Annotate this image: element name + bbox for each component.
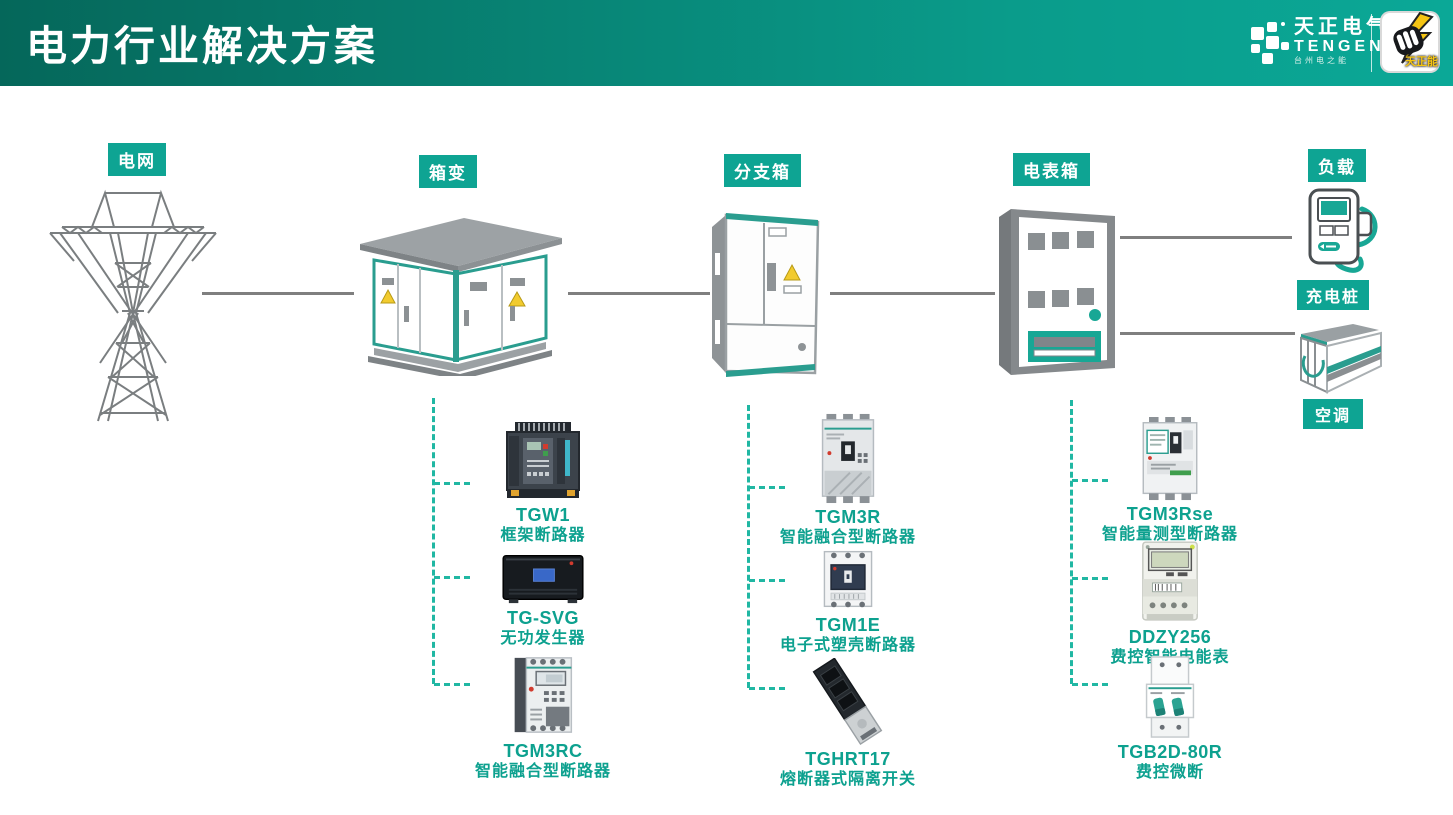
product-model: TGM3Rse xyxy=(1126,504,1214,524)
product-model: TGB2D-80R xyxy=(1117,742,1223,762)
badge-grid: 电网 xyxy=(108,143,166,176)
mascot-label: 天正能 xyxy=(1405,56,1438,68)
dash-branch-tgsvg xyxy=(434,576,470,579)
product-image-tgw1 xyxy=(463,420,623,502)
product-image-tgm3rse xyxy=(1090,417,1250,501)
product-card-tgm3rc: TGM3RC 智能融合型断路器 xyxy=(463,652,623,781)
dash-branch-tgm3rc xyxy=(434,683,470,686)
product-card-tghrt17: TGHRT17 熔断器式隔离开关 xyxy=(768,658,928,789)
product-image-tgm1e xyxy=(768,546,928,612)
charging-pile-illustration xyxy=(1308,188,1378,273)
page-title: 电力行业解决方案 xyxy=(26,23,378,69)
line-meter-to-ac xyxy=(1120,332,1295,335)
brand-text-block: 天正电气 TENGEN 台州电之能 xyxy=(1294,16,1390,67)
product-description: 无功发生器 xyxy=(500,630,586,647)
product-card-tgw1: TGW1 框架断路器 xyxy=(463,420,623,545)
product-description: 框架断路器 xyxy=(500,527,586,544)
dash-transformer-products xyxy=(432,398,435,684)
line-meter-to-charger xyxy=(1120,236,1292,239)
product-card-tgm1e: TGM1E 电子式塑壳断路器 xyxy=(768,546,928,655)
branch-box-illustration xyxy=(712,213,820,377)
dash-branch-tgm1e xyxy=(749,579,785,582)
badge-charger: 充电桩 xyxy=(1297,280,1370,310)
mascot-badge: 天正能 xyxy=(1380,11,1440,73)
dash-branchbox-products xyxy=(747,405,750,688)
product-image-ddzy256 xyxy=(1090,540,1250,624)
product-model: TGM1E xyxy=(815,615,881,635)
product-description: 智能量测型断路器 xyxy=(1101,526,1238,543)
product-card-tgm3rse: TGM3Rse 智能量测型断路器 xyxy=(1090,417,1250,544)
tengen-logo-icon xyxy=(1251,22,1289,64)
lightning-fist-icon xyxy=(1393,11,1434,64)
product-model: TG-SVG xyxy=(506,608,579,628)
product-card-tgb2d: TGB2D-80R 费控微断 xyxy=(1090,655,1250,782)
logo-divider xyxy=(1371,14,1372,72)
brand-tagline: 台州电之能 xyxy=(1294,56,1349,65)
transformer-station-illustration xyxy=(360,218,562,376)
grid-tower-illustration xyxy=(49,189,217,422)
product-description: 熔断器式隔离开关 xyxy=(779,771,916,788)
product-model: DDZY256 xyxy=(1128,627,1212,647)
badge-ac: 空调 xyxy=(1303,399,1364,429)
product-description: 费控微断 xyxy=(1135,764,1204,781)
product-image-tgm3r xyxy=(768,412,928,504)
product-description: 电子式塑壳断路器 xyxy=(779,637,916,654)
dash-branch-tgb2d xyxy=(1072,683,1108,686)
product-model: TGW1 xyxy=(516,505,570,525)
badge-load: 负载 xyxy=(1308,149,1366,182)
product-image-tgm3rc xyxy=(463,652,623,738)
badge-branch-box: 分支箱 xyxy=(724,154,801,187)
product-card-ddzy256: DDZY256 费控智能电能表 xyxy=(1090,540,1250,667)
product-image-tgb2d xyxy=(1090,655,1250,739)
dash-meterbox-products xyxy=(1070,400,1073,684)
product-card-tgsvg: TG-SVG 无功发生器 xyxy=(463,550,623,648)
brand-name-cn: 天正电气 xyxy=(1294,16,1390,38)
dash-branch-tgm3rse xyxy=(1072,479,1108,482)
line-grid-to-transformer xyxy=(202,292,354,295)
badge-meter-box: 电表箱 xyxy=(1013,153,1090,186)
product-description: 智能融合型断路器 xyxy=(779,529,916,546)
air-conditioner-illustration xyxy=(1300,324,1382,394)
line-transformer-to-branch xyxy=(568,292,710,295)
line-branch-to-meter xyxy=(830,292,995,295)
brand-name-en: TENGEN xyxy=(1294,38,1385,55)
dash-branch-tgm3r xyxy=(749,486,785,489)
dash-branch-tgw1 xyxy=(434,482,470,485)
product-model: TGHRT17 xyxy=(805,749,891,769)
product-image-tgsvg xyxy=(463,550,623,605)
header-bar: 电力行业解决方案 天正电气 TENGEN 台州电之能 xyxy=(0,0,1453,86)
product-description: 智能融合型断路器 xyxy=(474,763,611,780)
product-image-tghrt17 xyxy=(768,658,928,746)
dash-branch-ddzy256 xyxy=(1072,577,1108,580)
dash-branch-tghrt17 xyxy=(749,687,785,690)
product-model: TGM3R xyxy=(815,507,881,527)
product-model: TGM3RC xyxy=(503,741,583,761)
meter-box-illustration xyxy=(999,209,1115,375)
badge-transformer: 箱变 xyxy=(419,155,477,188)
product-card-tgm3r: TGM3R 智能融合型断路器 xyxy=(768,412,928,547)
